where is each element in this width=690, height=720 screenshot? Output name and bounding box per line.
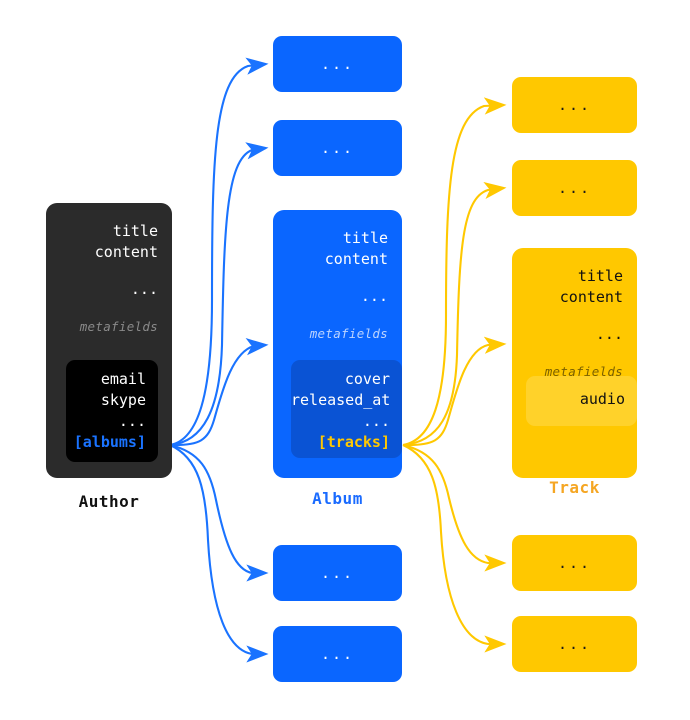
track-stub-label: ...	[557, 179, 592, 197]
album-stub-label: ...	[320, 564, 355, 582]
author-card[interactable]: title content ... metafields email skype…	[46, 203, 172, 478]
album-stub-box[interactable]: ...	[273, 626, 402, 682]
track-fields: title content ... metafields	[512, 266, 623, 382]
album-stub-label: ...	[320, 139, 355, 157]
album-fields-ellipsis: ...	[360, 287, 388, 305]
track-metafields-list: audio	[526, 389, 625, 410]
album-field-title: title	[342, 229, 388, 247]
album-caption: Album	[312, 489, 363, 508]
track-caption: Track	[549, 478, 600, 497]
author-metafields-box[interactable]: email skype ... [albums]	[66, 360, 158, 462]
album-card[interactable]: title content ... metafields cover relea…	[273, 210, 402, 478]
album-stub-box[interactable]: ...	[273, 120, 402, 176]
album-stub-box[interactable]: ...	[273, 36, 402, 92]
album-metafields-box[interactable]: cover released_at ... [tracks]	[291, 360, 402, 458]
author-metafields-ellipsis: ...	[118, 412, 146, 430]
author-to-album-connectors	[169, 57, 269, 663]
track-stub-label: ...	[557, 635, 592, 653]
track-fields-ellipsis: ...	[595, 325, 623, 343]
spacer	[273, 270, 388, 286]
album-metafields-label: metafields	[309, 326, 388, 341]
track-stub-box[interactable]: ...	[512, 535, 637, 591]
track-metafields-box[interactable]: audio	[526, 376, 637, 426]
author-metafields-list: email skype ... [albums]	[66, 369, 146, 453]
track-stub-label: ...	[557, 554, 592, 572]
album-fields: title content ... metafields	[273, 228, 388, 344]
author-caption: Author	[78, 492, 140, 511]
author-field-title: title	[112, 222, 158, 240]
album-metafields-ellipsis: ...	[362, 412, 390, 430]
author-metafield-email: email	[100, 370, 146, 388]
spacer	[273, 307, 388, 323]
author-metafield-skype: skype	[100, 391, 146, 409]
spacer	[512, 345, 623, 361]
author-relation-albums[interactable]: [albums]	[73, 433, 146, 451]
track-stub-box[interactable]: ...	[512, 616, 637, 672]
album-stub-label: ...	[320, 55, 355, 73]
album-field-content: content	[324, 250, 388, 268]
track-stub-box[interactable]: ...	[512, 77, 637, 133]
spacer	[512, 308, 623, 324]
author-metafields-label: metafields	[79, 319, 158, 334]
author-field-content: content	[94, 243, 158, 261]
album-metafield-cover: cover	[344, 370, 390, 388]
author-fields: title content ... metafields	[46, 221, 158, 337]
album-stub-label: ...	[320, 645, 355, 663]
album-metafield-released-at: released_at	[291, 391, 391, 409]
track-metafields-label: metafields	[544, 364, 623, 379]
album-metafields-list: cover released_at ... [tracks]	[291, 369, 390, 453]
album-stub-box[interactable]: ...	[273, 545, 402, 601]
track-metafield-audio: audio	[579, 390, 625, 408]
track-stub-box[interactable]: ...	[512, 160, 637, 216]
author-fields-ellipsis: ...	[130, 280, 158, 298]
track-card[interactable]: title content ... metafields audio	[512, 248, 637, 478]
spacer	[46, 300, 158, 316]
album-to-track-connectors	[402, 97, 507, 653]
album-relation-tracks[interactable]: [tracks]	[317, 433, 390, 451]
track-field-title: title	[577, 267, 623, 285]
track-field-content: content	[559, 288, 623, 306]
spacer	[46, 263, 158, 279]
track-stub-label: ...	[557, 96, 592, 114]
